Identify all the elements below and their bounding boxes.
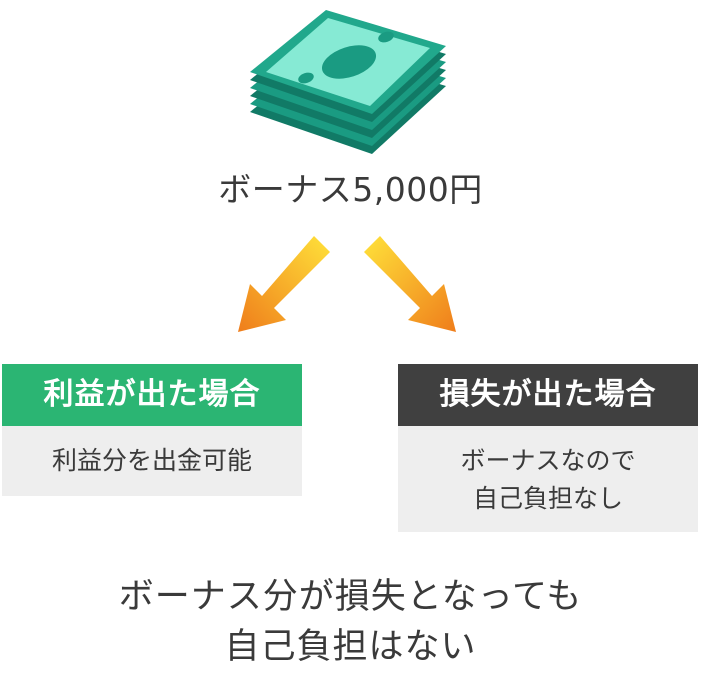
- bill-dot-left: [298, 72, 314, 84]
- cash-stack-icon: [250, 10, 446, 154]
- loss-case-body-line: ボーナスなので: [460, 446, 636, 475]
- profit-case-box: 利益が出た場合 利益分を出金可能: [2, 364, 302, 496]
- conclusion-text: ボーナス分が損失となっても 自己負担はない: [0, 572, 701, 672]
- loss-case-box: 損失が出た場合 ボーナスなので 自己負担なし: [398, 364, 698, 532]
- bonus-amount-label: ボーナス5,000円: [218, 170, 483, 209]
- profit-case-title: 利益が出た場合: [2, 364, 302, 426]
- loss-case-body: ボーナスなので 自己負担なし: [398, 426, 698, 532]
- loss-case-body-line: 自己負担なし: [472, 484, 623, 513]
- bill-center-oval: [321, 45, 377, 79]
- conclusion-line: 自己負担はない: [224, 627, 477, 667]
- loss-case-title: 損失が出た場合: [398, 364, 698, 426]
- bill-dot-right: [378, 31, 394, 43]
- arrow-down-right-icon: [364, 236, 456, 332]
- arrow-down-left-icon: [238, 236, 330, 332]
- profit-case-body: 利益分を出金可能: [2, 426, 302, 496]
- conclusion-line: ボーナス分が損失となっても: [118, 577, 583, 617]
